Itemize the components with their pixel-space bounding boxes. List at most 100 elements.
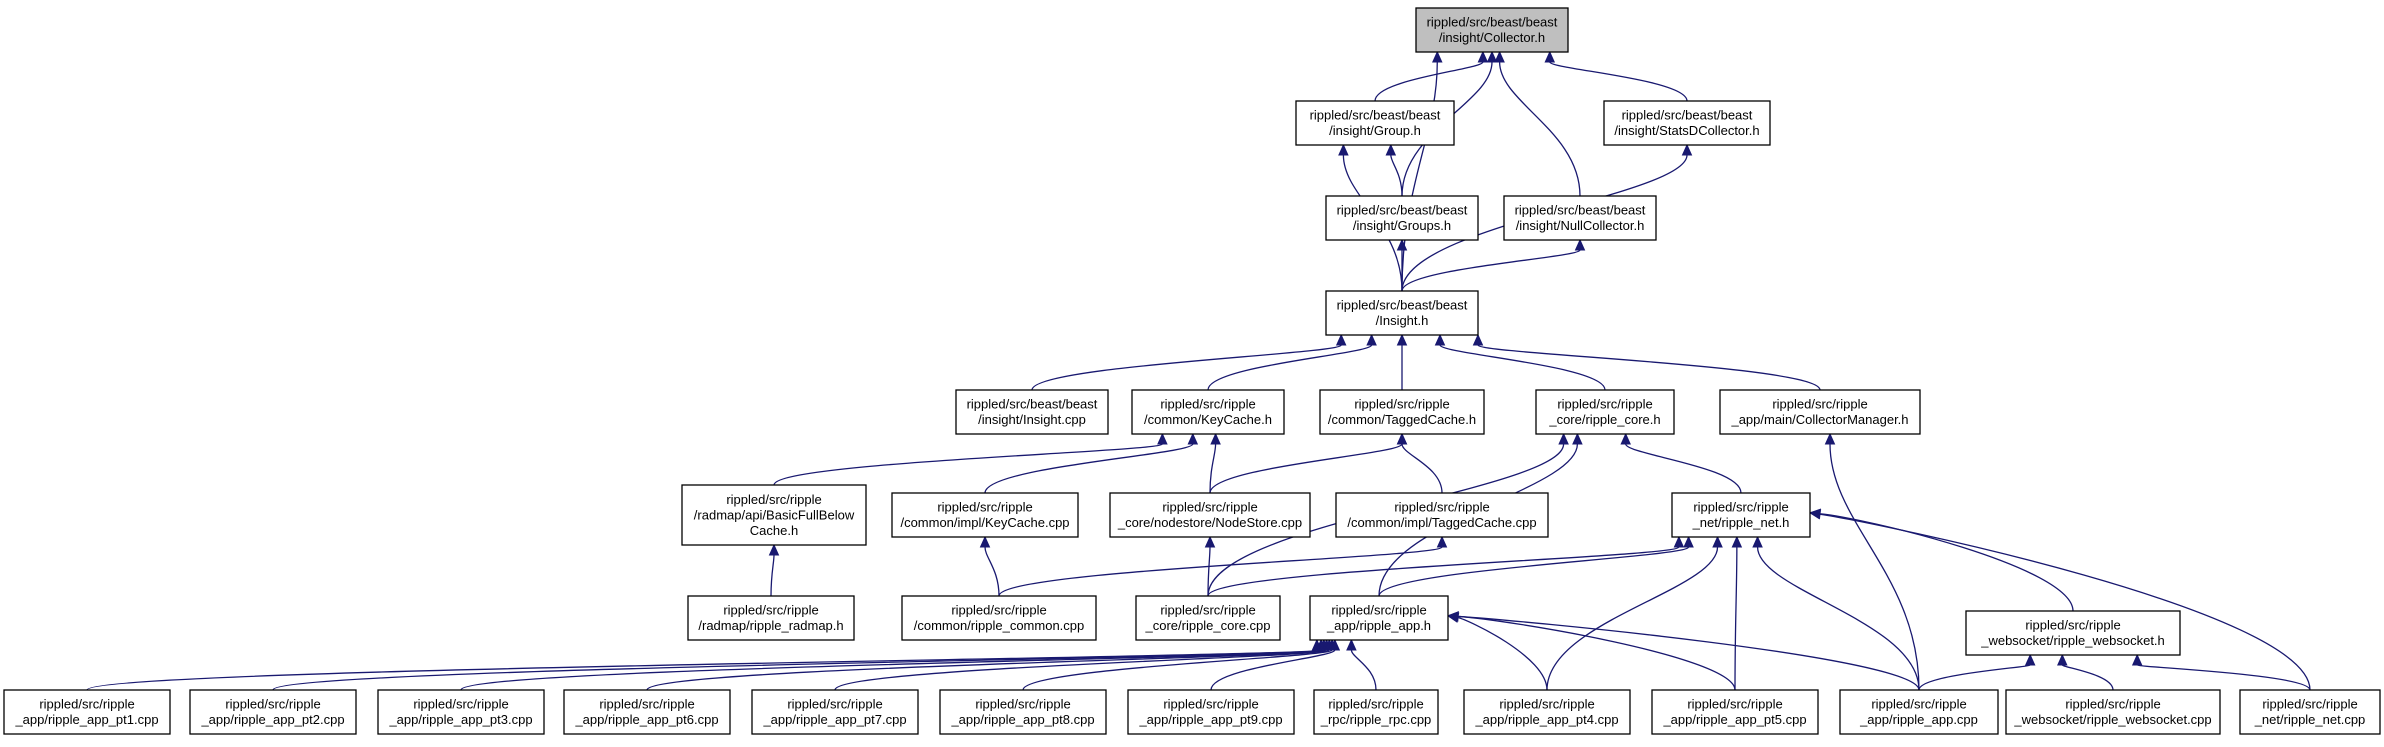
node-pt7-box — [751, 689, 919, 735]
node-websocketh-label-line: _websocket/ripple_websocket.h — [1980, 633, 2165, 648]
edge-collectormgr-to-insight — [1477, 344, 1821, 391]
arrowhead-collectormgr-to-insight — [1472, 333, 1484, 346]
node-websocketcpp-box — [2005, 689, 2221, 735]
node-pt2-box — [189, 689, 357, 735]
arrowhead-insight-to-groups — [1396, 238, 1408, 251]
node-groups-label-line: /insight/Groups.h — [1353, 218, 1451, 233]
arrowhead-appcpp-to-websocketh — [2024, 653, 2036, 666]
node-websocketcpp[interactable]: rippled/src/ripple_websocket/ripple_webs… — [2005, 689, 2221, 735]
node-radmap-label-line: /radmap/ripple_radmap.h — [698, 618, 843, 633]
node-pt7[interactable]: rippled/src/ripple_app/ripple_app_pt7.cp… — [751, 689, 919, 735]
arrowhead-commoncpp-to-taggedcachecpp — [1436, 535, 1448, 548]
node-pt9-box — [1127, 689, 1295, 735]
node-ripplenet-box — [1671, 492, 1811, 538]
node-statsd-label-line: /insight/StatsDCollector.h — [1614, 123, 1759, 138]
arrowhead-insight-to-statsd — [1681, 143, 1693, 156]
edge-group-to-collector — [1374, 61, 1484, 102]
node-radmap-box — [687, 595, 855, 641]
node-groups[interactable]: rippled/src/beast/beast/insight/Groups.h — [1325, 195, 1479, 241]
node-group-box — [1295, 100, 1455, 146]
node-keycachecpp-box — [891, 492, 1079, 538]
node-taggedcache-label-line: rippled/src/ripple — [1354, 397, 1449, 412]
node-netcpp-label-line: rippled/src/ripple — [2262, 697, 2357, 712]
node-netcpp[interactable]: rippled/src/ripple_net/ripple_net.cpp — [2239, 689, 2381, 735]
node-appcpp[interactable]: rippled/src/ripple_app/ripple_app.cpp — [1839, 689, 1999, 735]
node-pt1-label-line: rippled/src/ripple — [39, 697, 134, 712]
node-commoncpp-label-line: rippled/src/ripple — [951, 603, 1046, 618]
node-basicfull-label-line: rippled/src/ripple — [726, 492, 821, 507]
node-ripplecore-label-line: _core/ripple_core.h — [1548, 412, 1660, 427]
node-pt5[interactable]: rippled/src/ripple_app/ripple_app_pt5.cp… — [1651, 689, 1819, 735]
node-collector: rippled/src/beast/beast/insight/Collecto… — [1415, 7, 1569, 53]
arrowhead-pt4-to-ripplenet — [1712, 535, 1723, 548]
node-keycache[interactable]: rippled/src/ripple/common/KeyCache.h — [1131, 389, 1285, 435]
arrowhead-group-to-collector — [1477, 50, 1489, 63]
arrowhead-commoncpp-to-keycachecpp — [979, 535, 991, 548]
edge-corecpp-to-ripplenet — [1207, 546, 1680, 597]
node-basicfull[interactable]: rippled/src/ripple/radmap/api/BasicFullB… — [681, 484, 867, 546]
node-keycachecpp[interactable]: rippled/src/ripple/common/impl/KeyCache.… — [891, 492, 1079, 538]
node-pt4-label-line: _app/ripple_app_pt4.cpp — [1474, 712, 1618, 727]
edge-nodestore-to-taggedcache — [1209, 443, 1403, 494]
node-radmap[interactable]: rippled/src/ripple/radmap/ripple_radmap.… — [687, 595, 855, 641]
edge-pt4-to-ripplenet — [1546, 546, 1719, 691]
arrowhead-ripplenet-to-ripplecore — [1620, 432, 1631, 445]
node-taggedcachecpp[interactable]: rippled/src/ripple/common/impl/TaggedCac… — [1335, 492, 1549, 538]
node-ripplenet[interactable]: rippled/src/ripple_net/ripple_net.h — [1671, 492, 1811, 538]
node-nodestore-box — [1109, 492, 1311, 538]
node-radmap-label-line: rippled/src/ripple — [723, 603, 818, 618]
edge-appcpp-to-ripplenet — [1756, 546, 1920, 691]
arrowhead-insight-to-group — [1338, 143, 1349, 156]
node-rpccpp[interactable]: rippled/src/ripple_rpc/ripple_rpc.cpp — [1313, 689, 1439, 735]
node-ripplenet-label-line: rippled/src/ripple — [1693, 500, 1788, 515]
node-commoncpp[interactable]: rippled/src/ripple/common/ripple_common.… — [901, 595, 1097, 641]
node-basicfull-label-line: Cache.h — [750, 523, 798, 538]
node-appapph-box — [1309, 595, 1449, 641]
edge-insight-to-collector — [1401, 61, 1438, 292]
node-ripplecore[interactable]: rippled/src/ripple_core/ripple_core.h — [1535, 389, 1675, 435]
edge-pt9-to-appapph — [1210, 649, 1336, 691]
node-nodestore[interactable]: rippled/src/ripple_core/nodestore/NodeSt… — [1109, 492, 1311, 538]
node-taggedcache-label-line: /common/TaggedCache.h — [1328, 412, 1476, 427]
node-pt1[interactable]: rippled/src/ripple_app/ripple_app_pt1.cp… — [3, 689, 171, 735]
node-pt6-label-line: _app/ripple_app_pt6.cpp — [574, 712, 718, 727]
node-nullcollector[interactable]: rippled/src/beast/beast/insight/NullColl… — [1503, 195, 1657, 241]
node-pt3-label-line: _app/ripple_app_pt3.cpp — [388, 712, 532, 727]
node-pt9[interactable]: rippled/src/ripple_app/ripple_app_pt9.cp… — [1127, 689, 1295, 735]
edge-keycache-to-insight — [1207, 344, 1373, 391]
node-corecpp-label-line: _core/ripple_core.cpp — [1144, 618, 1270, 633]
arrowhead-groups-to-collector — [1486, 50, 1498, 63]
node-websocketcpp-label-line: rippled/src/ripple — [2065, 697, 2160, 712]
node-pt5-label-line: _app/ripple_app_pt5.cpp — [1662, 712, 1806, 727]
node-pt4[interactable]: rippled/src/ripple_app/ripple_app_pt4.cp… — [1463, 689, 1631, 735]
node-taggedcache[interactable]: rippled/src/ripple/common/TaggedCache.h — [1319, 389, 1485, 435]
edge-insightcpp-to-insight — [1031, 344, 1342, 391]
arrowhead-pt5-to-ripplenet — [1731, 535, 1743, 548]
node-taggedcachecpp-label-line: /common/impl/TaggedCache.cpp — [1347, 515, 1536, 530]
node-pt2[interactable]: rippled/src/ripple_app/ripple_app_pt2.cp… — [189, 689, 357, 735]
node-appapph[interactable]: rippled/src/ripple_app/ripple_app.h — [1309, 595, 1449, 641]
node-insight-label-line: rippled/src/beast/beast — [1337, 298, 1468, 313]
edge-nodestore-to-keycache — [1209, 443, 1217, 494]
node-appcpp-box — [1839, 689, 1999, 735]
nodes-layer: rippled/src/beast/beast/insight/Collecto… — [3, 7, 2381, 735]
node-collectormgr[interactable]: rippled/src/ripple_app/main/CollectorMan… — [1719, 389, 1921, 435]
node-insight-label-line: /Insight.h — [1376, 313, 1429, 328]
node-insight[interactable]: rippled/src/beast/beast/Insight.h — [1325, 290, 1479, 336]
node-pt3[interactable]: rippled/src/ripple_app/ripple_app_pt3.cp… — [377, 689, 545, 735]
node-corecpp-label-line: rippled/src/ripple — [1160, 603, 1255, 618]
node-pt6[interactable]: rippled/src/ripple_app/ripple_app_pt6.cp… — [563, 689, 731, 735]
node-pt3-label-line: rippled/src/ripple — [413, 697, 508, 712]
node-pt8[interactable]: rippled/src/ripple_app/ripple_app_pt8.cp… — [939, 689, 1107, 735]
node-statsd[interactable]: rippled/src/beast/beast/insight/StatsDCo… — [1603, 100, 1771, 146]
node-insightcpp-label-line: rippled/src/beast/beast — [967, 397, 1098, 412]
arrowhead-insightcpp-to-insight — [1335, 333, 1347, 346]
node-collector-box — [1415, 7, 1569, 53]
node-taggedcachecpp-label-line: rippled/src/ripple — [1394, 500, 1489, 515]
node-insightcpp[interactable]: rippled/src/beast/beast/insight/Insight.… — [955, 389, 1109, 435]
node-websocketh[interactable]: rippled/src/ripple_websocket/ripple_webs… — [1965, 610, 2181, 656]
node-group[interactable]: rippled/src/beast/beast/insight/Group.h — [1295, 100, 1455, 146]
edge-appcpp-to-collectormgr — [1829, 443, 1920, 691]
node-corecpp[interactable]: rippled/src/ripple_core/ripple_core.cpp — [1135, 595, 1281, 641]
